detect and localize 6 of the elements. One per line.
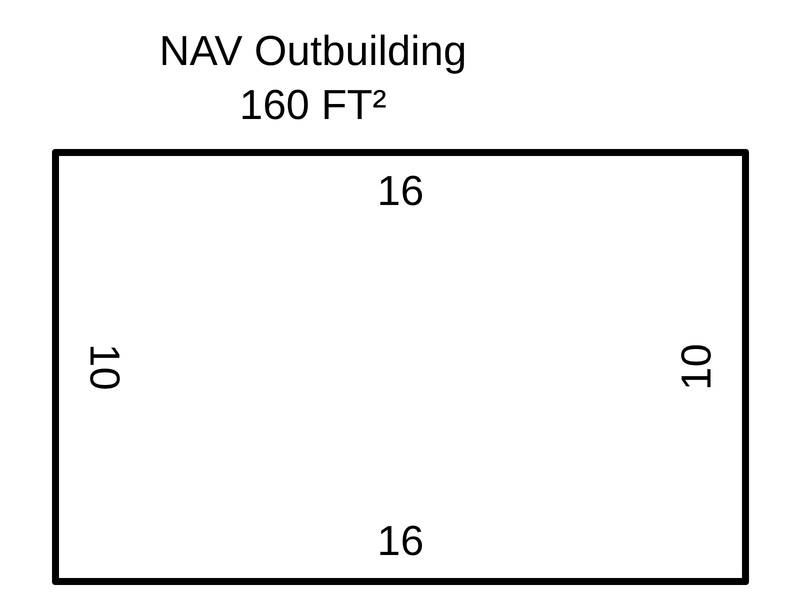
dimension-label: 10 [676,344,718,390]
area-label: 160 FT² [239,80,387,130]
dimension-label: 16 [377,170,424,212]
dimension-label: 16 [377,520,424,562]
building-title: NAV Outbuilding [159,26,467,76]
dimension-label: 10 [83,344,126,390]
